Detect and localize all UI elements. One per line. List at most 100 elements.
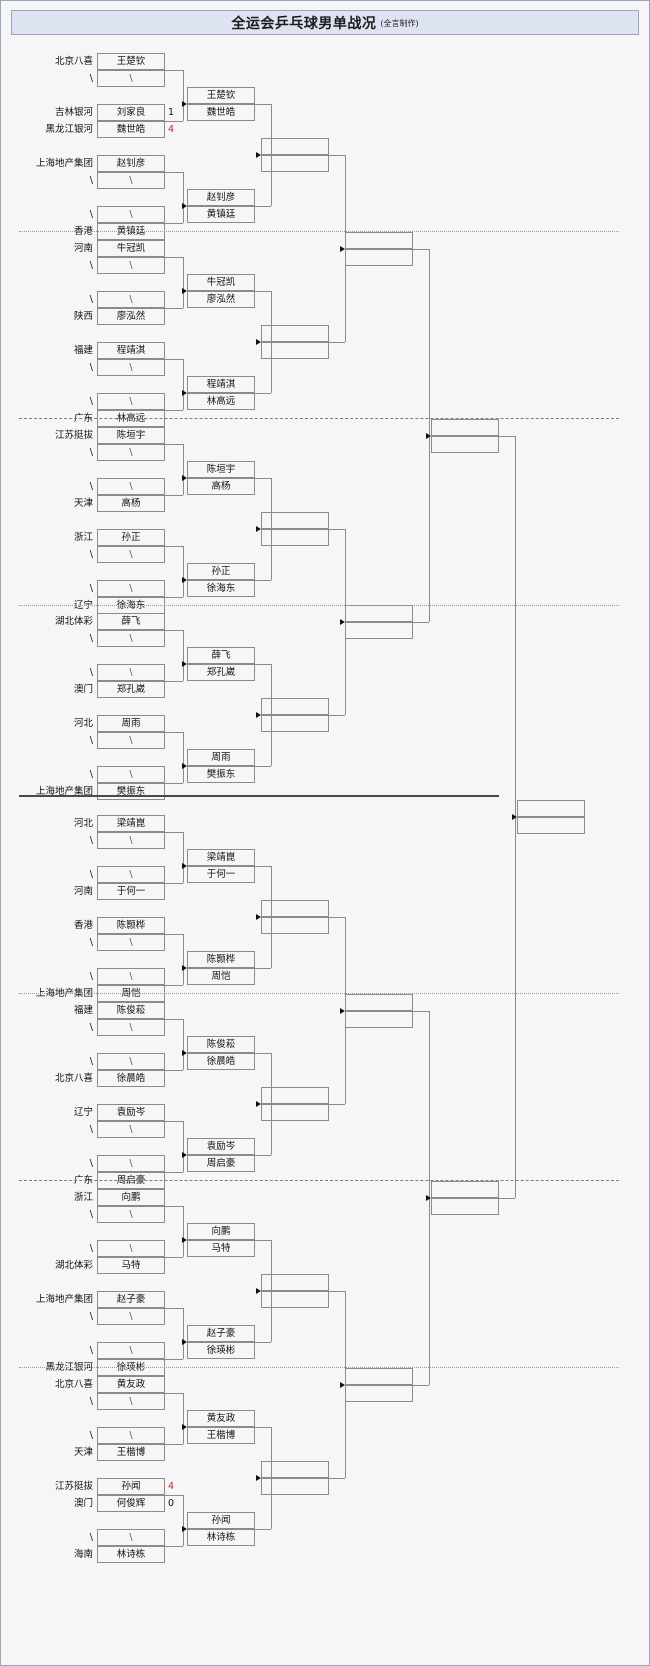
team-label: 河南 xyxy=(73,886,93,897)
seed-cell: 赵子豪 xyxy=(97,1291,165,1308)
connector-arrow xyxy=(256,338,261,345)
team-label: 北京八喜 xyxy=(54,56,93,67)
seed-cell: \ xyxy=(97,732,165,749)
result-cell-top xyxy=(517,800,585,817)
group-separator-dotted xyxy=(19,605,619,606)
connector-line xyxy=(165,1308,183,1309)
connector-line xyxy=(165,444,183,445)
r2-result-box: 赵子豪徐瑛彬 xyxy=(187,1325,255,1359)
r2-player-bottom: 黄镇廷 xyxy=(187,206,255,223)
r2-result-box: 王楚钦魏世皓 xyxy=(187,87,255,121)
result-cell-top xyxy=(261,325,329,342)
connector-arrow xyxy=(256,1100,261,1107)
seed-cell: \ xyxy=(97,257,165,274)
result-cell-bottom xyxy=(431,436,499,453)
result-cell-bottom xyxy=(261,1104,329,1121)
team-label: 福建 xyxy=(73,345,93,356)
connector-line xyxy=(165,1444,183,1445)
team-label: 陕西 xyxy=(73,311,93,322)
connector-arrow xyxy=(426,1194,431,1201)
connector-line xyxy=(165,1257,183,1258)
r3-result-box xyxy=(261,512,329,546)
connector-line xyxy=(165,359,183,360)
connector-arrow xyxy=(256,913,261,920)
connector-arrow xyxy=(256,525,261,532)
result-cell-top xyxy=(261,1461,329,1478)
r2-player-bottom: 徐海东 xyxy=(187,580,255,597)
connector-line xyxy=(255,1342,271,1343)
connector-arrow xyxy=(182,100,187,107)
connector-line xyxy=(271,664,272,766)
r2-player-top: 陈颢桦 xyxy=(187,951,255,968)
team-label: \ xyxy=(89,633,93,644)
connector-line xyxy=(183,1206,184,1257)
r3-result-box xyxy=(261,1461,329,1495)
seed-cell: \ xyxy=(97,1427,165,1444)
r2-result-box: 陈颢桦周恺 xyxy=(187,951,255,985)
seed-cell: 林诗栋 xyxy=(97,1546,165,1563)
connector-line xyxy=(271,866,272,968)
connector-line xyxy=(183,630,184,681)
connector-line xyxy=(255,664,271,665)
page-title-credit: (全言制作) xyxy=(380,19,419,28)
connector-line xyxy=(255,104,271,105)
team-label: \ xyxy=(89,260,93,271)
r2-player-bottom: 马特 xyxy=(187,1240,255,1257)
r3-result-box xyxy=(261,325,329,359)
r2-player-bottom: 林高远 xyxy=(187,393,255,410)
team-label: 福建 xyxy=(73,1005,93,1016)
team-label: \ xyxy=(89,1532,93,1543)
connector-arrow xyxy=(512,813,517,820)
team-label: 黑龙江银河 xyxy=(45,124,93,135)
connector-arrow xyxy=(182,660,187,667)
connector-line xyxy=(329,342,345,343)
r2-player-top: 周雨 xyxy=(187,749,255,766)
result-cell-top xyxy=(261,900,329,917)
result-cell-top xyxy=(261,138,329,155)
r4-result-box xyxy=(345,605,413,639)
connector-arrow xyxy=(182,862,187,869)
team-label: \ xyxy=(89,362,93,373)
connector-line xyxy=(165,1206,183,1207)
r3-result-box xyxy=(261,1087,329,1121)
r2-player-top: 陈垣宇 xyxy=(187,461,255,478)
r2-player-top: 孙闻 xyxy=(187,1512,255,1529)
seed-cell: 向鹏 xyxy=(97,1189,165,1206)
connector-arrow xyxy=(256,1287,261,1294)
result-cell-top xyxy=(431,1181,499,1198)
connector-line xyxy=(271,478,272,580)
r2-result-box: 向鹏马特 xyxy=(187,1223,255,1257)
team-label: \ xyxy=(89,1243,93,1254)
team-label: \ xyxy=(89,481,93,492)
seed-cell: \ xyxy=(97,1206,165,1223)
team-label: \ xyxy=(89,971,93,982)
r2-result-box: 孙正徐海东 xyxy=(187,563,255,597)
r2-player-top: 梁靖崑 xyxy=(187,849,255,866)
team-label: 海南 xyxy=(73,1549,93,1560)
result-cell-bottom xyxy=(431,1198,499,1215)
score-value: 4 xyxy=(168,1481,175,1492)
connector-line xyxy=(255,766,271,767)
connector-line xyxy=(165,681,183,682)
connector-arrow xyxy=(182,287,187,294)
connector-line xyxy=(271,291,272,393)
connector-line xyxy=(165,934,183,935)
connector-arrow xyxy=(340,1007,345,1014)
team-label: \ xyxy=(89,937,93,948)
connector-line xyxy=(255,866,271,867)
r2-result-box: 袁励岑周启豪 xyxy=(187,1138,255,1172)
connector-line xyxy=(329,1478,345,1479)
team-label: \ xyxy=(89,583,93,594)
result-cell-bottom xyxy=(517,817,585,834)
team-label: \ xyxy=(89,73,93,84)
result-cell-top xyxy=(261,1087,329,1104)
r2-player-top: 程靖淇 xyxy=(187,376,255,393)
seed-cell: 梁靖崑 xyxy=(97,815,165,832)
team-label: 香港 xyxy=(73,920,93,931)
seed-cell: \ xyxy=(97,832,165,849)
group-separator-dashed xyxy=(19,1180,619,1181)
r2-result-box: 程靖淇林高远 xyxy=(187,376,255,410)
connector-arrow xyxy=(182,1049,187,1056)
connector-line xyxy=(329,1291,345,1292)
